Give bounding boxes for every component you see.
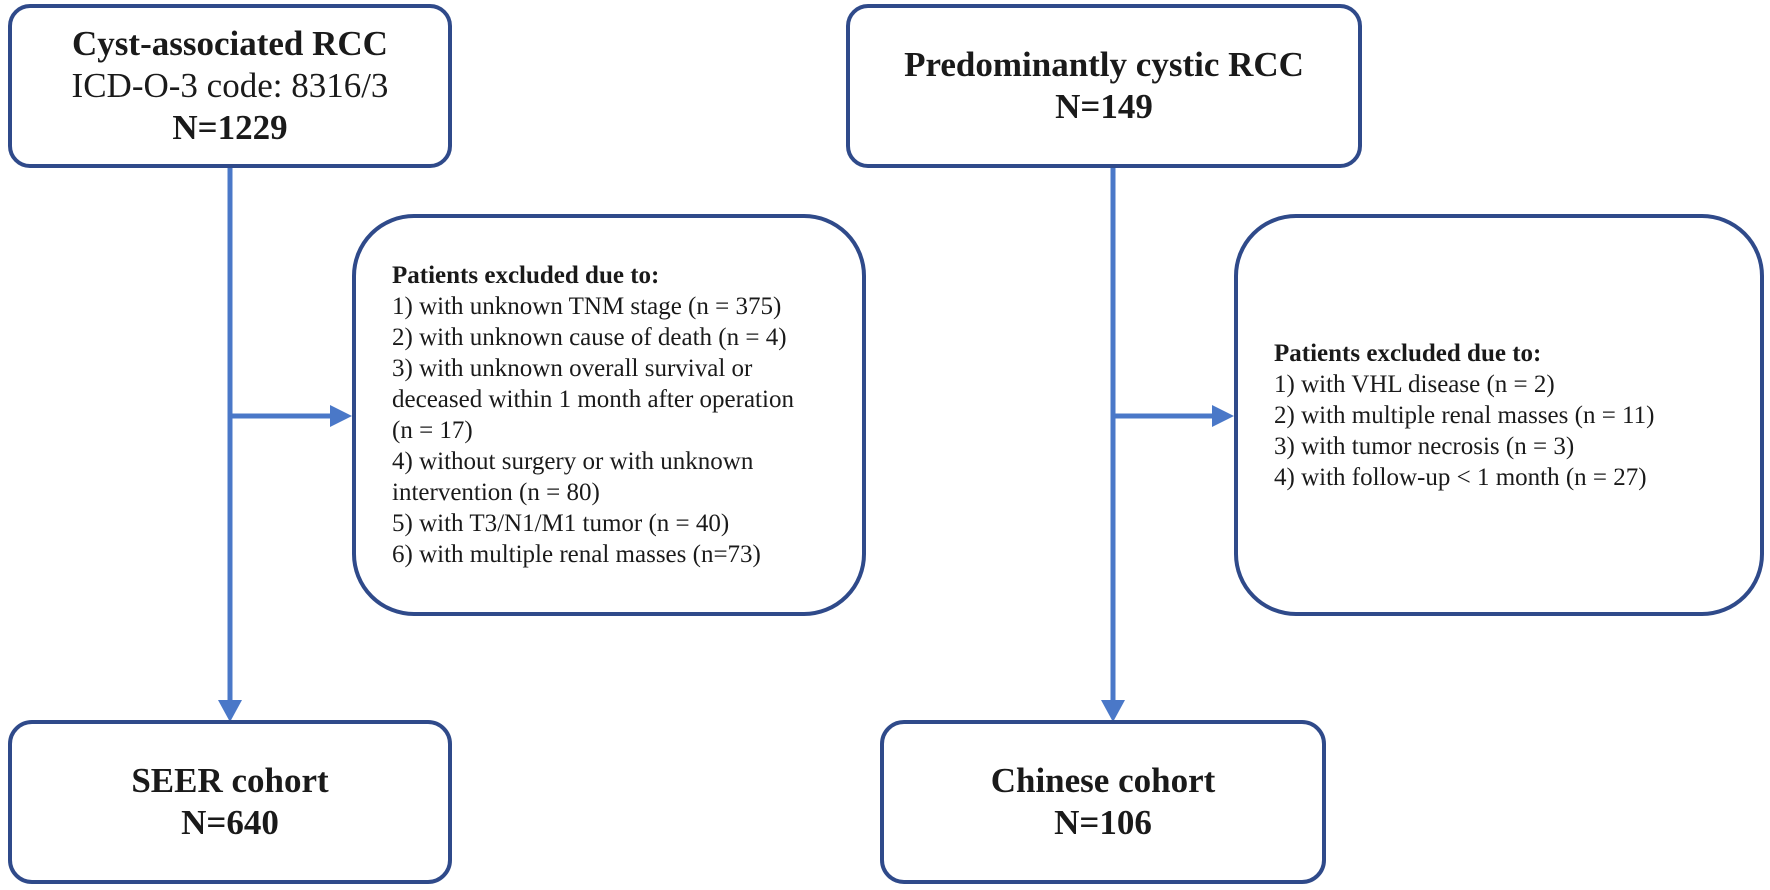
left-right-arrowhead	[330, 405, 352, 427]
left-exclusion-line: 5) with T3/N1/M1 tumor (n = 40)	[392, 510, 730, 537]
chinese-cohort-box: Chinese cohort N=106	[880, 720, 1326, 884]
right-exclusion-line: 4) with follow-up < 1 month (n = 27)	[1274, 463, 1647, 491]
right-exclusion-line: 2) with multiple renal masses (n = 11)	[1274, 401, 1655, 429]
left-exclusion-line: 4) without surgery or with unknown	[392, 448, 754, 475]
left-exclusion-line: 6) with multiple renal masses (n=73)	[392, 541, 761, 568]
left-bottom-title: SEER cohort	[131, 761, 329, 800]
predominantly-cystic-rcc-box: Predominantly cystic RCC N=149	[846, 4, 1362, 168]
left-down-arrowhead	[218, 700, 242, 722]
left-bottom-count: N=640	[181, 803, 279, 842]
seer-cohort-box: SEER cohort N=640	[8, 720, 452, 884]
left-exclusion-line: 2) with unknown cause of death (n = 4)	[392, 324, 787, 351]
right-exclusion-heading: Patients excluded due to:	[1274, 339, 1542, 367]
right-down-arrowhead	[1101, 700, 1125, 722]
left-exclusion-box: Patients excluded due to: 1) with unknow…	[352, 214, 866, 616]
left-exclusion-line: 3) with unknown overall survival or	[392, 355, 753, 382]
left-exclusion-line: deceased within 1 month after operation	[392, 386, 794, 413]
left-exclusion-line: 1) with unknown TNM stage (n = 375)	[392, 293, 782, 320]
right-bottom-count: N=106	[1054, 803, 1152, 842]
right-right-arrowhead	[1212, 405, 1234, 427]
right-bottom-title: Chinese cohort	[990, 761, 1216, 800]
left-top-count: N=1229	[172, 108, 288, 147]
right-exclusion-line: 3) with tumor necrosis (n = 3)	[1274, 432, 1575, 460]
left-exclusion-heading: Patients excluded due to:	[392, 262, 660, 289]
cyst-associated-rcc-box: Cyst-associated RCC ICD-O-3 code: 8316/3…	[8, 4, 452, 168]
right-top-title: Predominantly cystic RCC	[904, 45, 1304, 84]
right-exclusion-box: Patients excluded due to: 1) with VHL di…	[1234, 214, 1764, 616]
left-exclusion-line: (n = 17)	[392, 417, 473, 444]
right-top-count: N=149	[1055, 87, 1153, 126]
right-exclusion-line: 1) with VHL disease (n = 2)	[1274, 370, 1555, 398]
left-top-title: Cyst-associated RCC	[72, 24, 388, 63]
left-exclusion-line: intervention (n = 80)	[392, 479, 600, 506]
left-top-code: ICD-O-3 code: 8316/3	[71, 66, 389, 105]
